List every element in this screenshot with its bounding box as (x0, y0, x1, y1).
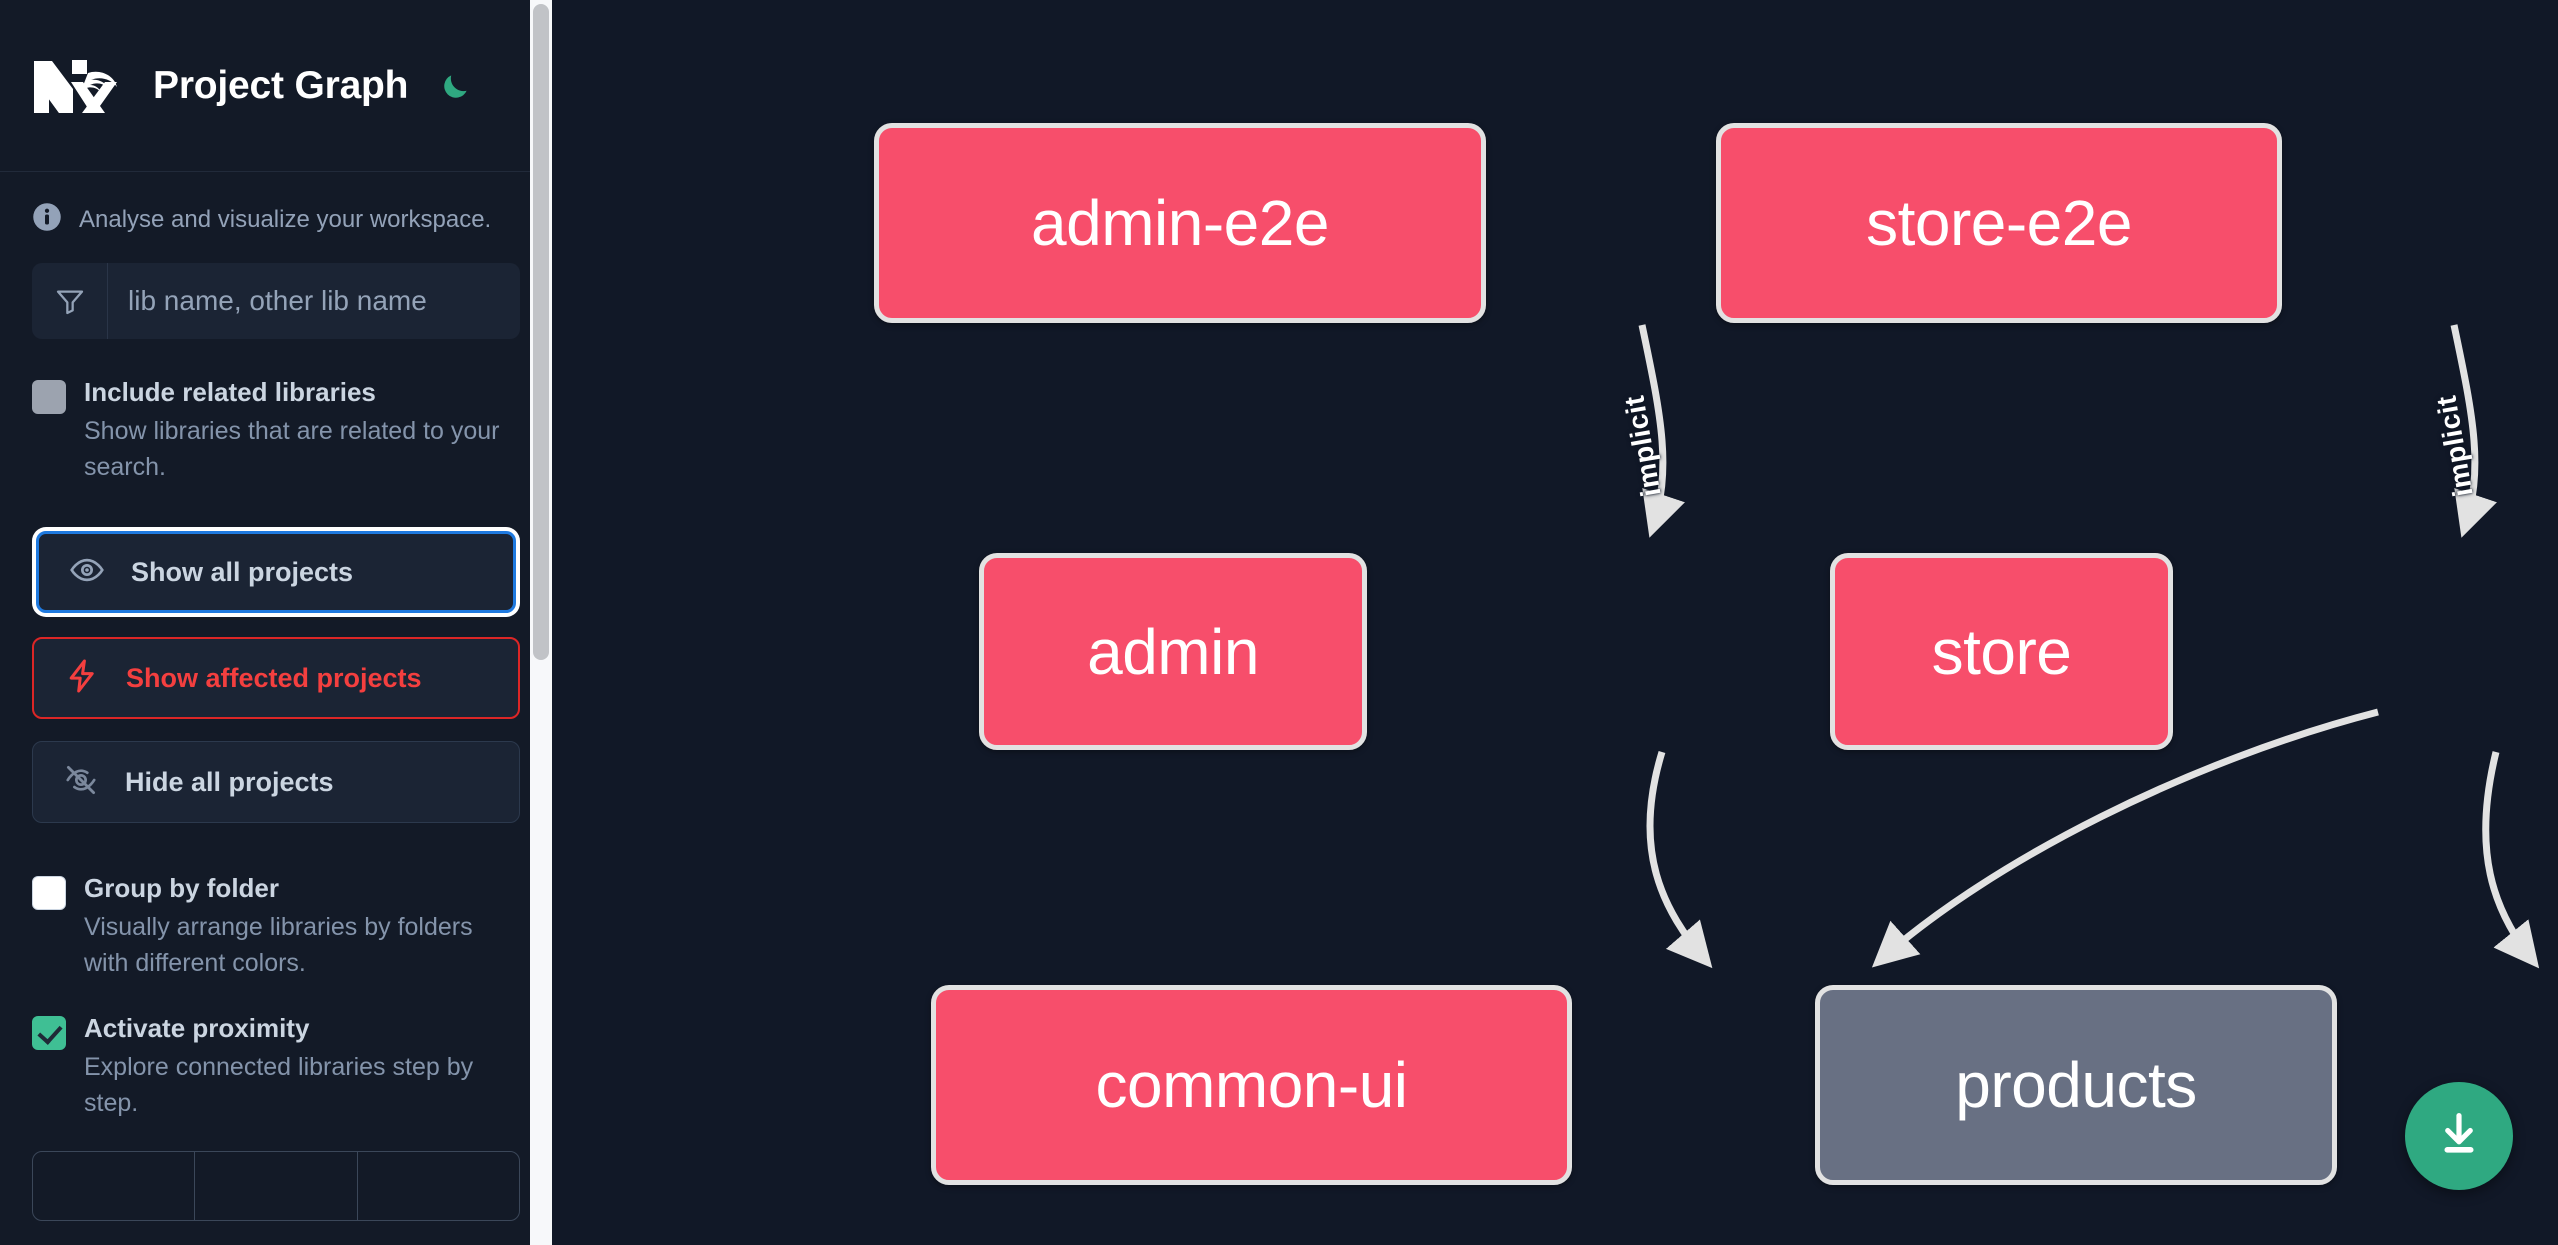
eye-icon (69, 552, 105, 593)
checkbox-desc-group-by-folder: Visually arrange libraries by folders wi… (84, 913, 473, 977)
workspace-note: Analyse and visualize your workspace. (0, 172, 552, 263)
graph-node-label: store (1931, 615, 2072, 688)
sidebar-scrollbar-thumb[interactable] (533, 4, 549, 660)
proximity-segmented-control[interactable] (32, 1151, 520, 1222)
spacer (32, 515, 520, 529)
graph-node-products[interactable]: products (1815, 985, 2337, 1185)
page-title: Project Graph (153, 63, 409, 107)
graph-node-store[interactable]: store (1830, 553, 2173, 750)
checkbox-include-related-libraries[interactable]: Include related libraries Show libraries… (32, 375, 520, 485)
eye-off-icon (63, 762, 99, 803)
edge-store-products (2482, 751, 2540, 969)
search-input[interactable] (108, 263, 520, 339)
show-affected-projects-button[interactable]: Show affected projects (32, 637, 520, 720)
checkbox-label-group-by-folder: Group by folder (84, 873, 279, 904)
search-row (32, 263, 520, 339)
lightning-bolt-icon (64, 658, 100, 699)
graph-node-common-ui[interactable]: common-ui (931, 985, 1572, 1185)
checkbox-box-group-by-folder[interactable] (32, 876, 66, 911)
graph-node-label: admin-e2e (1031, 187, 1329, 259)
download-image-button[interactable] (2405, 1082, 2513, 1190)
edge-store-e2e-store (2450, 324, 2497, 538)
graph-node-label: products (1955, 1049, 2197, 1121)
edge-admin-e2e-admin (1638, 324, 1685, 538)
hide-all-projects-label: Hide all projects (125, 766, 334, 797)
nx-logo-icon (32, 55, 118, 117)
sidebar-scrollbar[interactable] (530, 0, 552, 1245)
sidebar-body: Include related libraries Show libraries… (0, 263, 552, 1121)
sidebar-header: Project Graph (0, 0, 552, 172)
filter-icon[interactable] (32, 263, 108, 339)
checkbox-box-activate-proximity[interactable] (32, 1016, 66, 1051)
checkbox-desc-activate-proximity: Explore connected libraries step by step… (84, 1053, 474, 1117)
moon-icon[interactable] (433, 63, 479, 109)
workspace-note-text: Analyse and visualize your workspace. (79, 205, 492, 233)
segment-1[interactable] (195, 1152, 358, 1221)
graph-edges (1638, 324, 2540, 969)
graph-node-label: admin (1087, 615, 1259, 688)
segment-0[interactable] (33, 1152, 196, 1221)
segment-2[interactable] (358, 1152, 519, 1220)
show-all-projects-label: Show all projects (131, 556, 354, 587)
checkbox-group-by-folder[interactable]: Group by folder Visually arrange librari… (32, 871, 520, 981)
show-all-projects-button[interactable]: Show all projects (36, 531, 516, 614)
edge-admin-common-ui (1646, 750, 1713, 969)
graph-canvas[interactable]: admin-e2e store-e2e admin store common-u… (552, 0, 2558, 1245)
graph-node-label: store-e2e (1866, 187, 2132, 259)
sidebar: Project Graph Analyse and visualize your… (0, 0, 552, 1245)
graph-node-store-e2e[interactable]: store-e2e (1716, 123, 2282, 323)
graph-node-admin[interactable]: admin (979, 553, 1367, 750)
hide-all-projects-button[interactable]: Hide all projects (32, 741, 520, 824)
checkbox-box-include-related-libraries[interactable] (32, 380, 66, 414)
graph-node-label: common-ui (1095, 1049, 1408, 1121)
checkbox-label-activate-proximity: Activate proximity (84, 1013, 310, 1044)
graph-node-admin-e2e[interactable]: admin-e2e (874, 123, 1486, 323)
download-icon (2433, 1108, 2485, 1165)
checkbox-activate-proximity[interactable]: Activate proximity Explore connected lib… (32, 1011, 520, 1121)
edge-store-common-ui (1871, 708, 2379, 968)
show-affected-projects-label: Show affected projects (126, 662, 422, 693)
info-icon (32, 202, 62, 237)
spacer-2 (32, 845, 520, 871)
checkbox-desc-include-related-libraries: Show libraries that are related to your … (84, 417, 500, 481)
checkbox-label-include-related-libraries: Include related libraries (84, 377, 376, 407)
